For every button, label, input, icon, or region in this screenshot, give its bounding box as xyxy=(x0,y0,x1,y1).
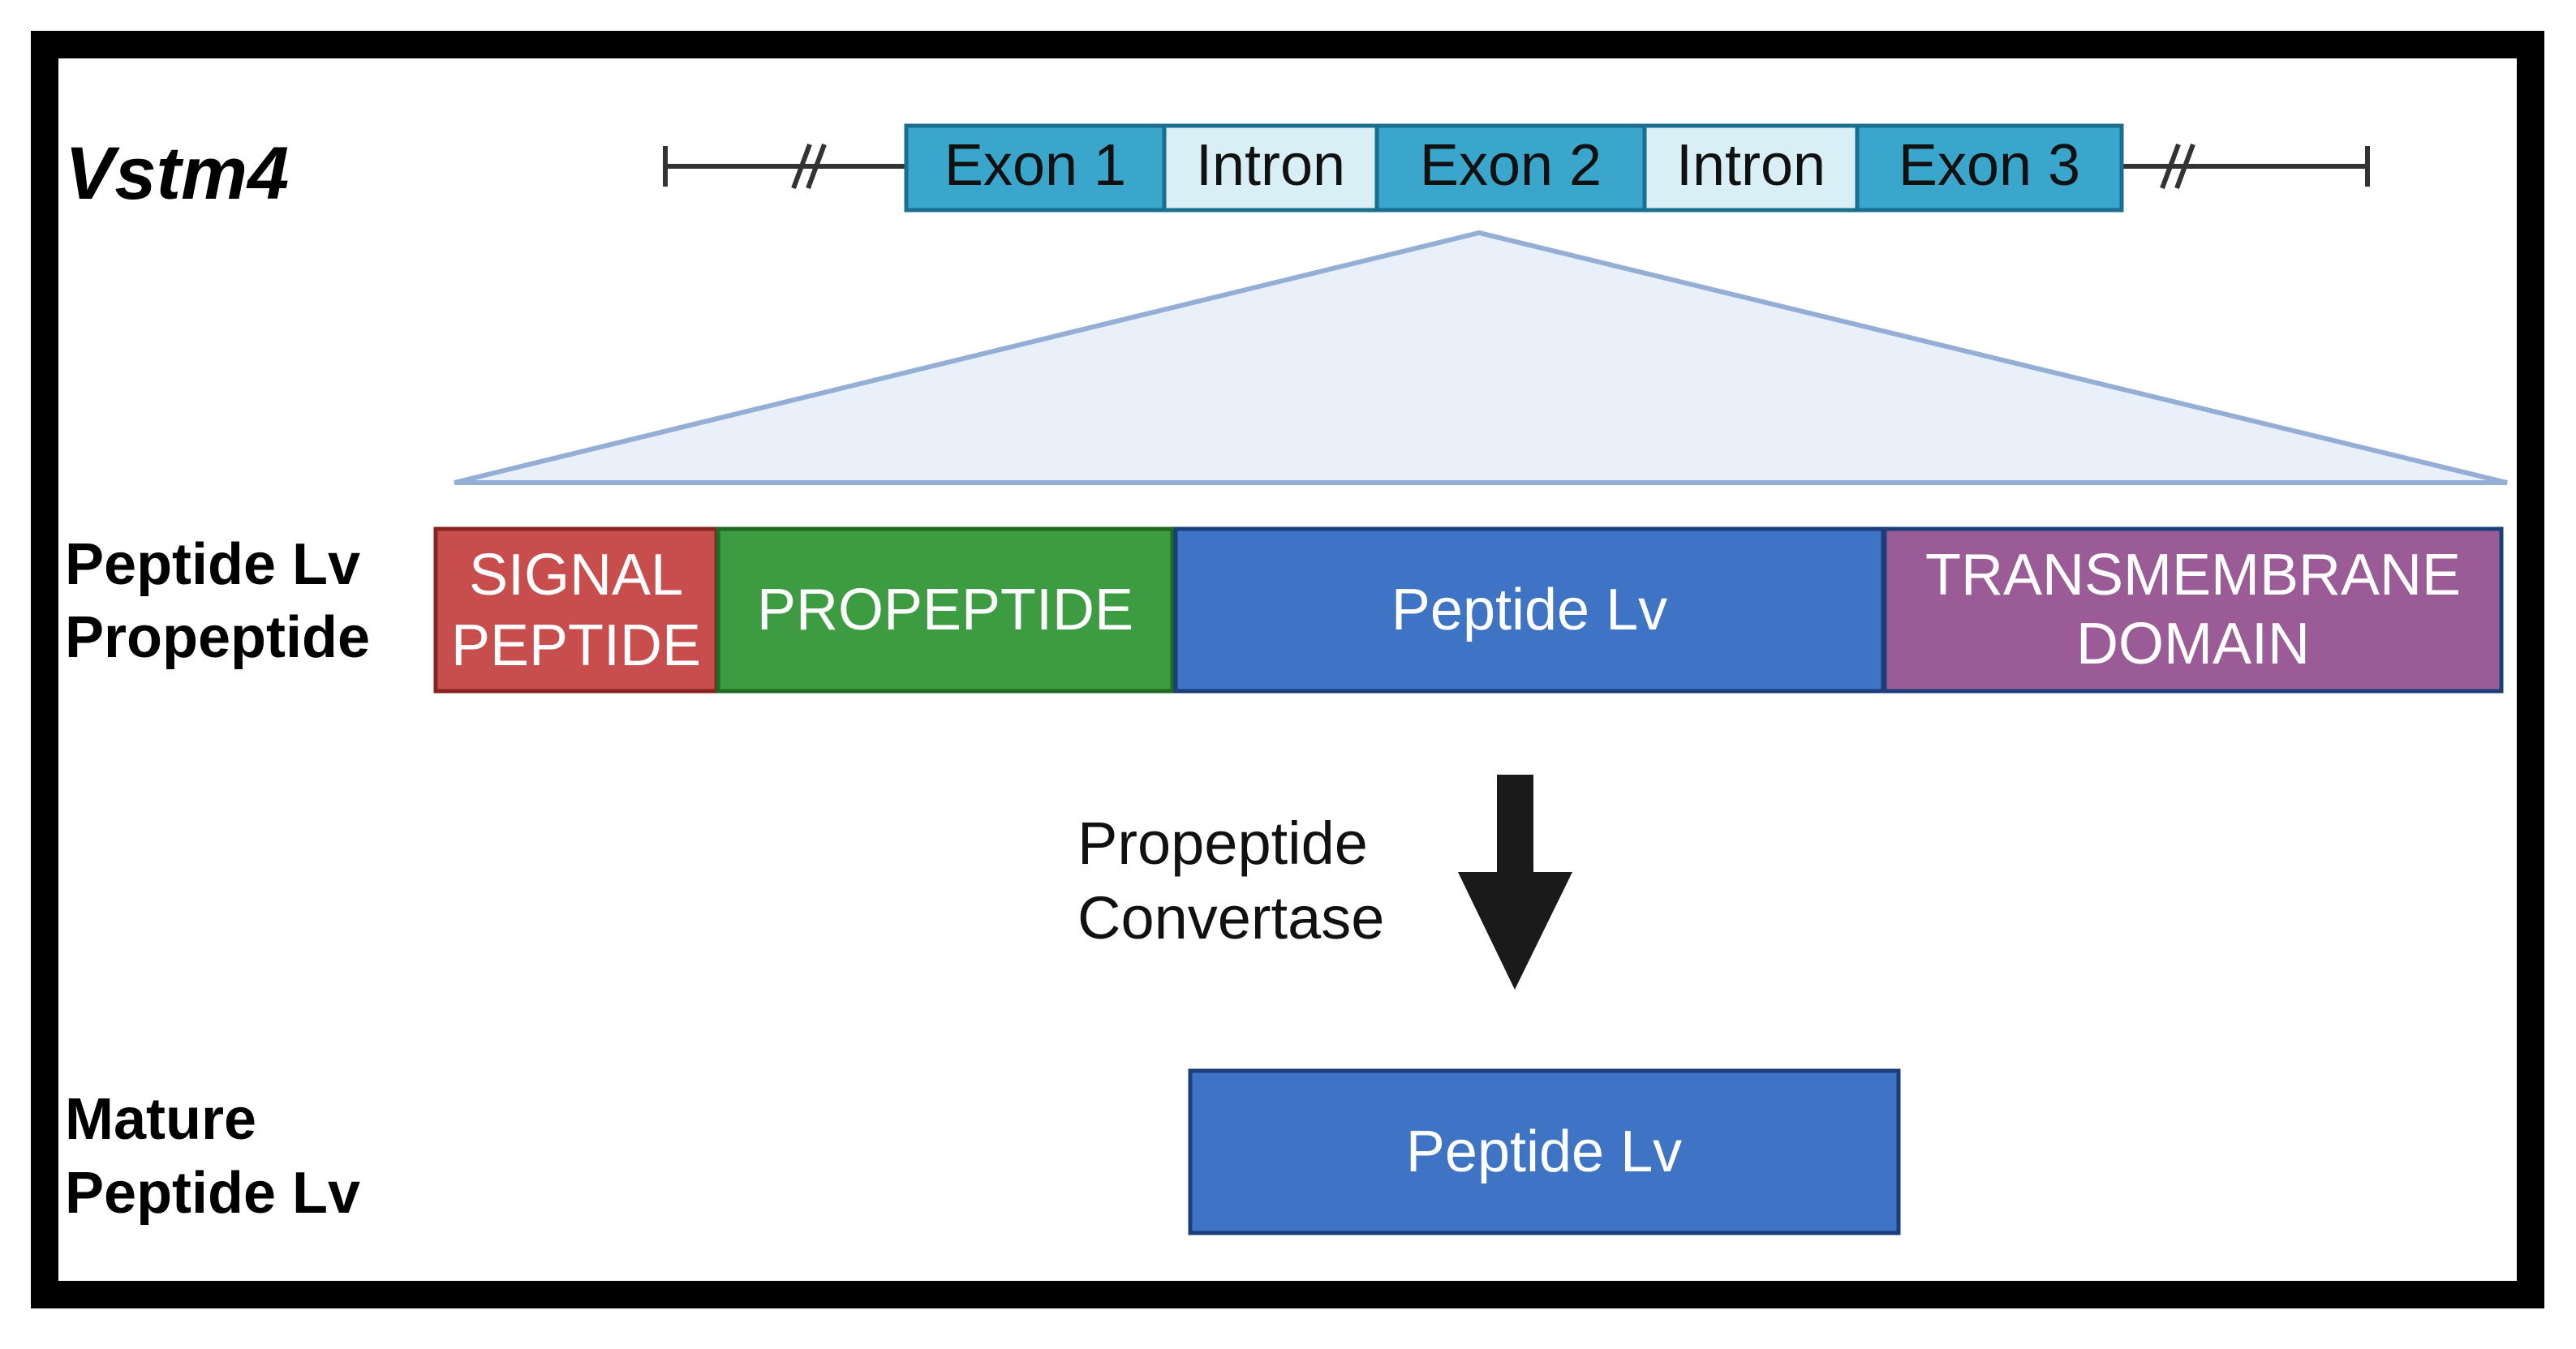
peptide-lv-label: Peptide Lv xyxy=(1391,578,1667,642)
propeptide-box xyxy=(716,526,1175,694)
domain-bar: SIGNAL PEPTIDE PROPEPTIDE Peptide Lv TRA… xyxy=(433,526,2504,694)
gene-line-right xyxy=(2122,143,2370,190)
mature-row-label-line2: Peptide Lv xyxy=(65,1161,360,1226)
exon-3-box xyxy=(1855,123,2124,213)
process-label-line1: Propeptide xyxy=(1077,810,1368,877)
mature-peptide-box xyxy=(1188,1068,1901,1235)
gene-line-left xyxy=(663,143,905,190)
peptide-lv-box xyxy=(1173,526,1886,694)
intron-2-label: Intron xyxy=(1676,133,1826,198)
gene-name: Vstm4 xyxy=(65,132,289,215)
signal-peptide-label-line2: PEPTIDE xyxy=(451,613,701,678)
down-arrow xyxy=(1458,775,1572,990)
process-label-line2: Convertase xyxy=(1077,884,1384,952)
exon-1-label: Exon 1 xyxy=(944,133,1126,198)
propeptide-row-label-line1: Peptide Lv xyxy=(65,532,360,597)
gene-segments: Exon 1 Intron Exon 2 Intron Exon 3 xyxy=(904,123,2124,213)
mature-row-label-line1: Mature xyxy=(65,1087,256,1152)
transmembrane-domain-box xyxy=(1882,526,2504,694)
transmembrane-label-line2: DOMAIN xyxy=(2076,612,2310,677)
exon-1-box xyxy=(904,123,1167,213)
propeptide-row-label-line2: Propeptide xyxy=(65,605,370,670)
signal-peptide-box xyxy=(433,526,719,694)
propeptide-label: PROPEPTIDE xyxy=(757,578,1133,642)
exon-2-label: Exon 2 xyxy=(1420,133,1602,198)
exon-3-label: Exon 3 xyxy=(1899,133,2080,198)
signal-peptide-label-line1: SIGNAL xyxy=(469,543,683,608)
transmembrane-label-line1: TRANSMEMBRANE xyxy=(1925,543,2461,608)
mature-peptide-label: Peptide Lv xyxy=(1406,1119,1682,1184)
intron-1-label: Intron xyxy=(1196,133,1345,198)
expansion-triangle xyxy=(454,230,2508,485)
